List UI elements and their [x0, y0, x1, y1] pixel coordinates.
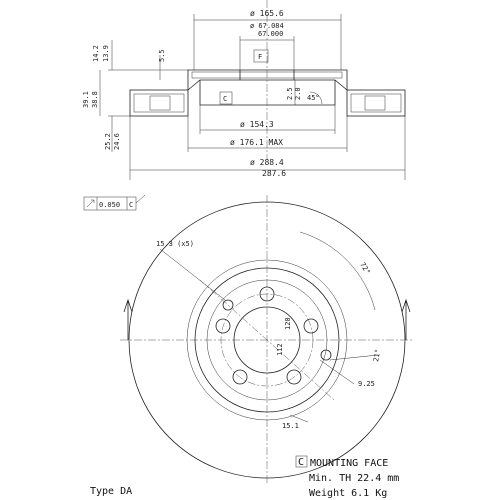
c-datum-box: [219, 91, 233, 105]
dimension-lines: [99, 14, 406, 180]
dim-outer-max: ø 288.4: [250, 158, 284, 167]
front-view: [120, 195, 414, 485]
pin-hole-2: [222, 299, 234, 311]
section-view: [129, 0, 406, 160]
dim-overall-height-min: 38.8: [91, 91, 99, 108]
dim-outer-min: 287.6: [262, 169, 286, 178]
runout-value: 0.050: [99, 201, 120, 209]
dim-thickness-max: 25.2: [104, 133, 112, 150]
hub-value: 112: [276, 343, 284, 356]
dim-bore-min: 67.000: [258, 30, 283, 38]
pin-radius: 15.1: [282, 422, 299, 430]
pin-hole: [320, 349, 332, 361]
mounting-datum: C: [298, 457, 304, 468]
angle-72: 72°: [358, 261, 371, 276]
dim-floor-max: 2.5: [286, 87, 294, 100]
weight: Weight 6.1 Kg: [309, 488, 387, 499]
dim-overall-height-max: 39.1: [82, 91, 90, 108]
dim-chamfer-angle: 45°: [307, 94, 320, 102]
dim-floor-min: 2.0: [294, 87, 302, 100]
dim-inner-diameter: ø 154.3: [240, 120, 274, 129]
dim-friction-diameter: ø 176.1 MAX: [230, 138, 283, 147]
bolt-hole-callout: 15.3 (x5): [156, 240, 194, 248]
disc-type: Type DA: [90, 486, 132, 497]
bolt-hole-3: [286, 369, 302, 385]
dim-hat-height-max: 14.2: [92, 45, 100, 62]
pcd-value: 120: [284, 317, 292, 330]
dim-hat-height-min: 13.9: [102, 45, 110, 62]
dim-hat-diameter: ø 165.6: [250, 9, 284, 18]
bolt-hole-4: [232, 369, 248, 385]
runout-tolerance: 0.050 C: [83, 194, 146, 211]
bolt-hole-5: [215, 318, 231, 334]
f-datum: F: [258, 53, 262, 61]
c-datum: C: [223, 95, 227, 103]
bolt-hole-2: [303, 318, 319, 334]
f-datum-box: [253, 49, 269, 63]
dim-flange: 5.5: [158, 49, 166, 62]
mounting-datum-box: [295, 455, 308, 468]
min-thickness: Min. TH 22.4 mm: [309, 473, 399, 484]
mounting-face-label: MOUNTING FACE: [310, 458, 388, 469]
pin-dimension: 9.25: [358, 380, 375, 388]
angle-21: 21°: [372, 348, 382, 362]
runout-datum: C: [129, 201, 133, 209]
dim-bore-max: ø 67.084: [250, 22, 284, 30]
dim-thickness-min: 24.6: [113, 133, 121, 150]
